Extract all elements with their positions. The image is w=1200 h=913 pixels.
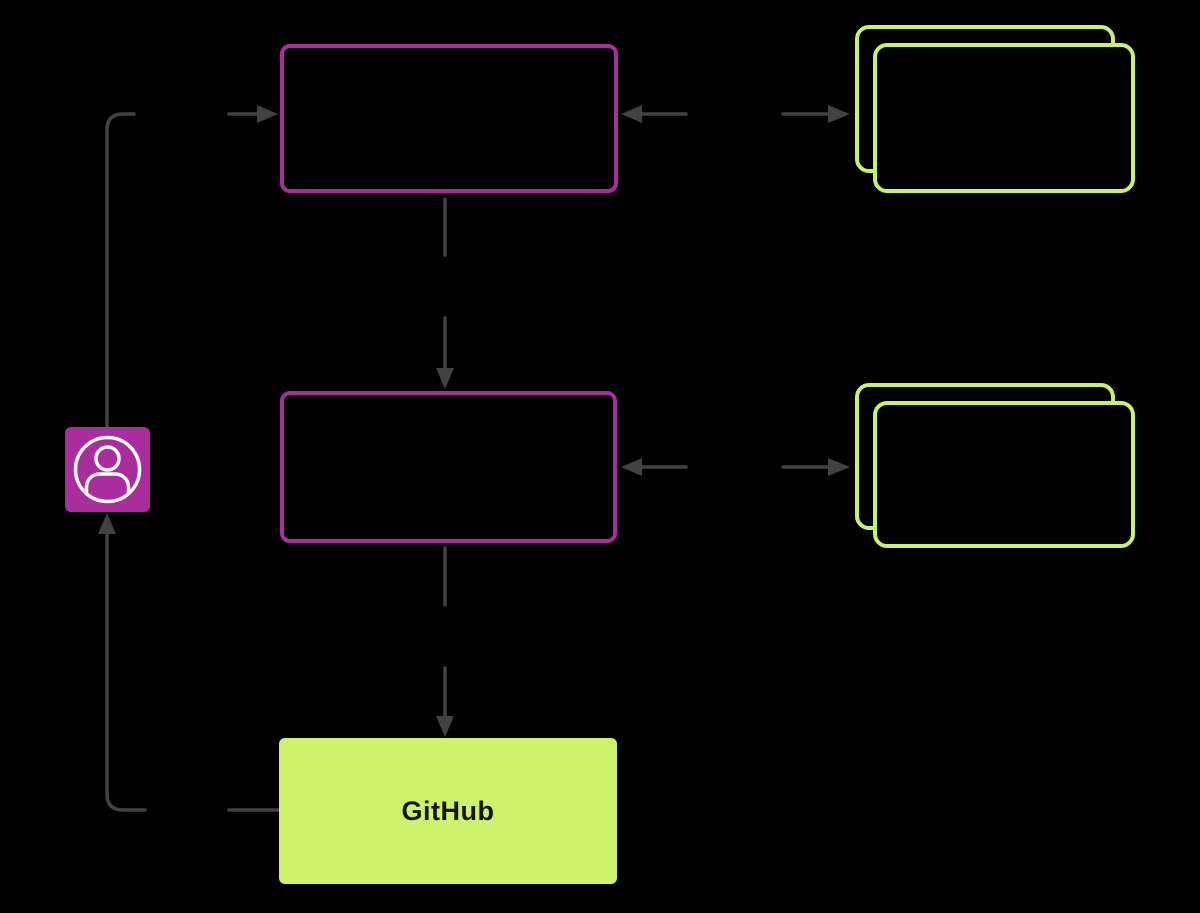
edge-github-to-user-segment-2: [105, 532, 147, 812]
edge-middle-row-left-arrowhead: [621, 458, 642, 476]
edge-middle-box-to-github: [436, 546, 454, 737]
github-node-label: GitHub: [401, 795, 495, 826]
user-node: [65, 427, 150, 512]
user-icon-head: [94, 445, 121, 472]
github-node: GitHub: [279, 738, 617, 884]
edge-top-box-top-stack: [621, 105, 850, 123]
user-icon-shoulders: [84, 472, 131, 500]
middle-stack-front-card: [873, 401, 1135, 548]
edge-top-row-right-arrowhead: [828, 105, 850, 123]
edge-user-to-top-box-arrowhead: [257, 105, 278, 123]
edge-top-to-middle-arrowhead: [436, 368, 454, 389]
edge-user-to-top-box: [105, 105, 278, 429]
edge-top-box-to-middle-box: [436, 197, 454, 389]
user-icon: [73, 435, 142, 504]
top-box: [280, 44, 618, 193]
user-icon-outer-circle: [73, 435, 142, 504]
edge-middle-to-github-arrowhead: [436, 716, 454, 737]
edge-middle-row-right-arrowhead: [828, 458, 850, 476]
middle-box: [280, 391, 617, 543]
edge-github-to-user: [98, 513, 281, 812]
top-stack-front-card: [873, 43, 1135, 193]
edge-github-to-user-arrowhead: [98, 513, 116, 534]
edge-middle-box-middle-stack: [621, 458, 850, 476]
edge-top-row-left-arrowhead: [621, 105, 642, 123]
edge-user-to-top-box-segment-1: [105, 112, 136, 429]
